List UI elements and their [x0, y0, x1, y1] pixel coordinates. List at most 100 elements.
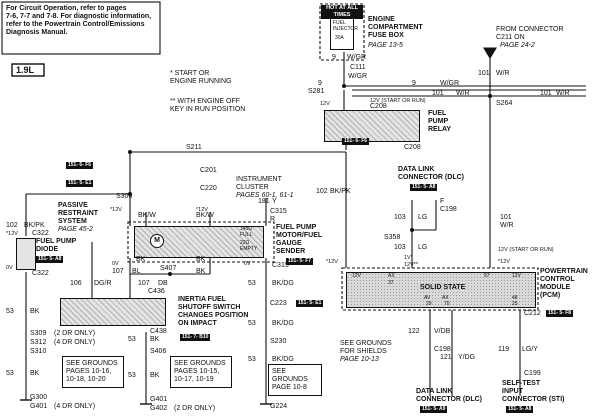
pcm-title-line: CONTROL — [540, 276, 575, 283]
fuel-injector-fuse — [330, 18, 354, 50]
splice-s281-dot — [342, 84, 346, 88]
pcm-pin: AX — [442, 295, 449, 301]
see-grounds-line: 10-17, 10-19 — [174, 376, 214, 383]
wire-9-label: 9 — [332, 54, 336, 61]
wire-106-label: 106 — [70, 280, 82, 287]
sender-0v-left: 0V — [112, 261, 119, 267]
legend-line: KEY IN RUN POSITION — [170, 106, 246, 113]
pcm-solid-state-label: SOLID STATE — [420, 284, 466, 291]
sender-full: FULL — [240, 232, 253, 238]
dlc-title-line: DATA LINK — [398, 166, 435, 173]
wire-101-right-label: 101 — [540, 90, 552, 97]
pcm-pin: 25 — [512, 301, 518, 307]
see-grounds-shields: SEE GROUNDS FOR SHIELDS — [340, 340, 392, 356]
wire-181-label: 181 — [258, 198, 270, 205]
legend-start-run: * START OR ENGINE RUNNING — [170, 70, 231, 86]
legend-line: ** WITH ENGINE OFF — [170, 98, 240, 105]
pcm-pin: 12V — [512, 273, 521, 279]
wire-53-mid-a-color: BK — [150, 336, 160, 343]
motor-sender-title: FUEL PUMP MOTOR/FUEL GAUGE SENDER — [276, 224, 322, 256]
header-note-line: 7-6, 7-7 and 7-8. For diagnostic informa… — [6, 13, 152, 20]
wire-53-left-a: 53 — [6, 308, 14, 315]
splice-s211: S211 — [186, 144, 202, 151]
wire-53-left-b: 53 — [6, 370, 14, 377]
motor-title-line: SENDER — [276, 248, 306, 255]
fuse-label: FUEL INJECTOR — [333, 20, 358, 32]
fuse-box-title-line: FUSE BOX — [368, 32, 404, 39]
wire-106-color: DG/R — [94, 280, 112, 287]
pcm-pin: 37 — [388, 280, 394, 286]
wire-53-mid-b: 53 — [128, 372, 136, 379]
s309-dr: (2 DR ONLY) — [54, 330, 96, 337]
passive-restraint-title: PASSIVE RESTRAINT SYSTEM — [58, 202, 98, 226]
ref-r1: 151- 6- F6 — [66, 162, 94, 169]
pcm-pin: 48 — [512, 295, 518, 301]
connector-c223: C223 — [270, 300, 287, 307]
fuse-box-title-line: ENGINE — [368, 16, 395, 23]
pcm-12v-star: 12V** — [404, 262, 419, 268]
splice-s407-dot — [168, 272, 172, 276]
wire-101-top: 101 — [432, 90, 444, 97]
wire-103-color-a: LG — [418, 214, 428, 221]
relay-title-line: PUMP — [428, 118, 449, 125]
fuse-label-line: FUEL — [333, 20, 346, 26]
wire-787-color-a: BK/DG — [272, 280, 294, 287]
see-grounds-line: GROUNDS — [272, 376, 308, 383]
inertia-fuel-shutoff-switch — [60, 298, 166, 326]
pcm-title: POWERTRAIN CONTROL MODULE (PCM) — [540, 268, 588, 300]
wire-787-label-c: 53 — [248, 356, 256, 363]
see-grounds-b-box — [170, 356, 232, 388]
wire-103-label-a: 103 — [394, 214, 406, 221]
motor-title-line: FUEL PUMP — [276, 224, 317, 231]
wire-r-label: R — [270, 216, 276, 223]
ground-g402: G402 — [150, 405, 168, 412]
see-grounds-line: SEE — [272, 368, 287, 375]
wire-102-left-label: 102 — [6, 222, 18, 229]
legend-line: ENGINE RUNNING — [170, 78, 232, 85]
hot-at-all-times-bar: HOT AT ALL TIMES — [321, 5, 363, 19]
splice-s306: S306 — [116, 193, 133, 200]
see-grounds-b: SEE GROUNDS PAGES 10-15, 10-17, 10-19 — [174, 360, 226, 384]
relay-title: FUEL PUMP RELAY — [428, 110, 451, 134]
sender-resistor-bottom: 22Ω — [240, 240, 250, 246]
fuel-pump-motor-sender — [134, 226, 264, 258]
pcm-title-line: (PCM) — [540, 292, 561, 299]
connector-c111: C111 — [350, 64, 366, 71]
splice-s306-dot — [128, 192, 132, 196]
splice-s230: S230 — [270, 338, 287, 345]
wire-bk-s407: BK — [196, 268, 206, 275]
header-note: For Circuit Operation, refer to pages 7-… — [6, 5, 151, 37]
pcm-12v-right: *12V — [498, 259, 510, 265]
wire-bkw-left: BK/W — [138, 212, 156, 219]
pcm-frame — [341, 267, 539, 311]
restraint-title-line: SYSTEM — [58, 218, 87, 225]
wire-bk-below-left: BK — [136, 256, 146, 263]
diode-0v: 0V — [6, 265, 13, 271]
wire-119-label: 119 — [498, 346, 510, 353]
sender-12v-left: *12V — [110, 207, 122, 213]
relay-start-run-volt: 12V (START OR RUN) — [370, 98, 426, 104]
relay-c208-top: C208 — [370, 103, 387, 110]
pcm-pin: AV — [424, 295, 431, 301]
connector-c315-top: C315 — [270, 208, 287, 215]
self-test-title: SELF-TEST INPUT CONNECTOR (STI) — [502, 380, 564, 404]
wire-103-color-b: LG — [418, 244, 428, 251]
see-grounds-line: PAGE 10-8 — [272, 384, 307, 391]
wire-101-label: 101 — [478, 70, 490, 77]
wire-787-label-a: 53 — [248, 280, 256, 287]
ground-g401: G401 — [30, 403, 48, 410]
see-grounds-a-box — [62, 356, 124, 388]
engine-label: 1.9L — [16, 65, 35, 75]
pcm-pin: 70 — [444, 301, 450, 307]
splice-s312: S312 — [30, 339, 47, 346]
wire-9-top-left: 9 — [318, 80, 322, 87]
diode-title: FUEL PUMP DIODE — [36, 238, 76, 254]
sender-12v-right: *12V — [196, 207, 208, 213]
wire-107-label: 107 — [112, 268, 124, 275]
ref-r8: 151- 5- F7 — [286, 258, 314, 265]
diode-12v: *12V — [6, 231, 18, 237]
ref-r7: 151- 7- B10 — [180, 334, 211, 341]
wire-122-label: 122 — [408, 328, 420, 335]
see-grounds-shields-page: PAGE 10-13 — [340, 356, 379, 363]
